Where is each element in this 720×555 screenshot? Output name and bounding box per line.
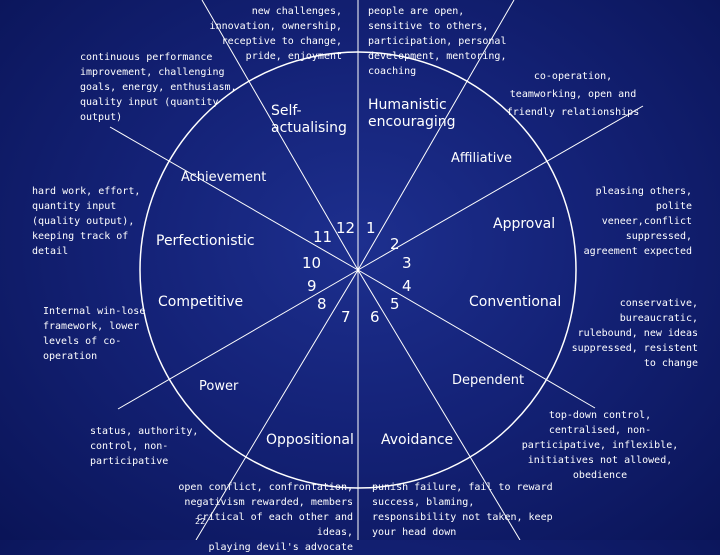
style-competitive: Competitive <box>158 294 244 310</box>
divider-10 <box>109 126 359 271</box>
note-perfectionistic: hard work, effort, quantity input (quali… <box>32 186 141 257</box>
clock-1: 1 <box>366 219 376 237</box>
style-perfectionistic: Perfectionistic <box>156 233 255 249</box>
note-dependent: top-down control, centralised, non- part… <box>521 410 679 481</box>
note-achievement: continuous performance improvement, chal… <box>80 52 237 123</box>
style-conventional: Conventional <box>469 294 562 310</box>
note-oppositional: open conflict, confrontation, negativism… <box>178 482 353 553</box>
note-approval: pleasing others, polite veneer,conflict … <box>583 186 692 257</box>
divider-7 <box>195 269 359 540</box>
style-oppositional: Oppositional <box>266 432 354 448</box>
clock-4: 4 <box>402 277 412 295</box>
clock-11: 11 <box>313 228 333 246</box>
cluster-dependent: Dependent <box>452 373 525 388</box>
clock-2: 2 <box>390 235 400 253</box>
note-power: status, authority, control, non- partici… <box>90 426 199 467</box>
clock-9: 9 <box>307 277 317 295</box>
clock-12: 12 <box>336 219 356 237</box>
divider-1 <box>357 0 515 271</box>
clock-5: 5 <box>390 295 400 313</box>
style-humanistic: Humanistic encouraging <box>368 97 456 130</box>
note-self-actualising: new challenges, innovation, ownership, r… <box>209 6 342 62</box>
cluster-affiliative: Affiliative <box>451 151 513 166</box>
clock-3: 3 <box>402 254 412 272</box>
clock-6: 6 <box>370 308 380 326</box>
style-approval: Approval <box>493 216 556 232</box>
note-conventional: conservative, bureaucratic, rulebound, n… <box>571 298 698 369</box>
circumplex-lines <box>0 0 720 540</box>
divider-5 <box>357 269 521 540</box>
clock-7: 7 <box>341 308 351 326</box>
note-avoidance: punish failure, fail to reward success, … <box>372 482 553 538</box>
clock-8: 8 <box>317 295 327 313</box>
note-affiliative: co-operation, teamworking, open and frie… <box>506 71 640 118</box>
note-humanistic: people are open, sensitive to others, pa… <box>368 6 507 77</box>
clock-10: 10 <box>302 254 322 272</box>
cluster-power: Power <box>199 379 239 394</box>
page-number: 22 <box>195 517 206 526</box>
divider-2 <box>357 105 644 271</box>
divider-11 <box>201 0 359 271</box>
style-self-actualising: Self- actualising <box>271 103 347 136</box>
note-competitive: Internal win-lose framework, lower level… <box>43 306 146 362</box>
divider-4 <box>357 269 596 409</box>
divider-8 <box>117 269 359 410</box>
style-avoidance: Avoidance <box>381 432 454 448</box>
cluster-achievement: Achievement <box>181 170 267 185</box>
circumplex-diagram: Self- actualising Humanistic encouraging… <box>0 0 720 540</box>
